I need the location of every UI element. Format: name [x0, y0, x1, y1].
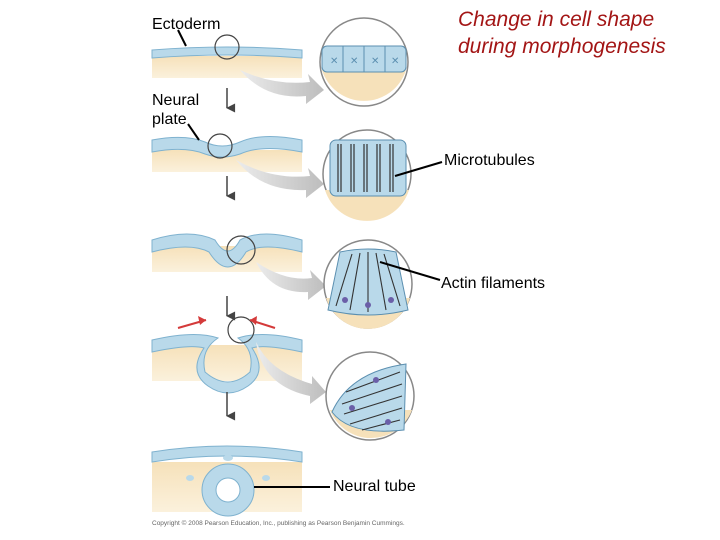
svg-text:✕: ✕	[371, 56, 379, 67]
neural-fold-sheet	[151, 333, 303, 394]
zoom-circle	[227, 316, 255, 344]
neural-tube-lumen	[215, 477, 241, 503]
zoom-arrow-3	[256, 262, 326, 300]
nucleus	[385, 419, 391, 425]
stage-neural-plate	[151, 133, 303, 172]
title-line-1: Change in cell shape	[458, 8, 655, 31]
fold-arrowhead-right	[250, 316, 257, 325]
neural-plate-label-line-2: plate	[152, 111, 187, 128]
fold-filaments	[341, 371, 403, 431]
svg-text:✕: ✕	[391, 56, 399, 67]
microtubule-bundles	[337, 144, 394, 192]
nucleus	[349, 405, 355, 411]
magnified-ectoderm: ✕ ✕ ✕ ✕	[319, 17, 409, 107]
zoom-arrow-1	[240, 70, 324, 104]
neural-tube-label: Neural tube	[333, 478, 416, 495]
fold-arrowhead-left	[198, 316, 206, 325]
nucleus	[373, 377, 379, 383]
stage-neural-tube	[151, 445, 303, 517]
mesoderm-region	[322, 70, 406, 101]
copyright-notice: Copyright © 2008 Pearson Education, Inc.…	[152, 520, 405, 527]
diagram-title: Change in cell shape during morphogenesi…	[458, 6, 666, 60]
nucleus	[342, 297, 348, 303]
mesoderm-layer	[152, 56, 302, 78]
stage-neural-groove	[151, 233, 303, 272]
nucleus	[388, 297, 394, 303]
zoom-circle	[207, 133, 233, 159]
folding-cells	[331, 363, 407, 432]
magnified-neural-plate	[322, 129, 443, 221]
microtubules-label: Microtubules	[444, 152, 535, 169]
zoom-arrow-2	[236, 160, 324, 198]
neural-plate-label: Neural plate	[152, 91, 199, 129]
stage-ectoderm	[151, 34, 303, 78]
neural-plate-sheet	[151, 136, 303, 158]
zoom-circle	[214, 34, 240, 60]
actin-pointer	[379, 261, 441, 281]
nucleus	[365, 302, 371, 308]
neural-groove-sheet	[151, 233, 303, 268]
zoom-arrows	[236, 70, 326, 404]
svg-text:✕: ✕	[330, 56, 338, 67]
ectoderm-sheet	[151, 46, 303, 59]
mesoderm-region	[325, 190, 409, 221]
magnified-neural-groove	[323, 239, 441, 329]
zoom-circle	[226, 235, 256, 265]
ectoderm-pointer	[177, 29, 187, 47]
neural-plate-label-line-1: Neural	[152, 92, 200, 109]
neural-plate-pointer	[187, 123, 200, 141]
mesoderm-layer	[152, 150, 302, 172]
svg-text:✕: ✕	[350, 56, 358, 67]
ectoderm-label: Ectoderm	[152, 16, 221, 33]
neural-crest-cell	[223, 455, 233, 461]
magnified-neural-folds	[325, 351, 415, 441]
neural-crest-cell	[262, 475, 270, 481]
columnar-cells	[329, 139, 407, 197]
title-line-2: during morphogenesis	[458, 35, 666, 58]
actin-filaments-label: Actin filaments	[441, 275, 546, 292]
zoom-arrow-4	[256, 342, 326, 404]
microtubules-pointer	[394, 161, 443, 177]
ectoderm-sheet	[151, 445, 303, 463]
neural-crest-cell	[186, 475, 194, 481]
